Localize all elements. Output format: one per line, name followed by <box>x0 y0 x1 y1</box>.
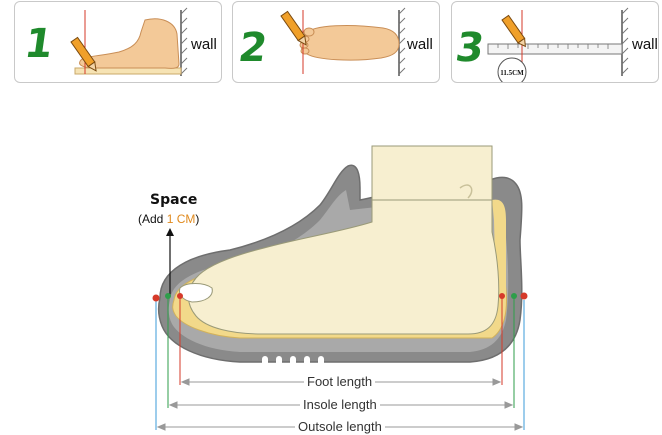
space-amount: 1 CM <box>166 212 196 226</box>
space-title: Space <box>150 192 198 208</box>
step-1-panel: 1 wall <box>14 1 222 83</box>
step-1-illustration <box>70 7 188 76</box>
space-note-prefix: (Add <box>138 212 167 226</box>
step-1-wall-label: wall <box>191 36 217 53</box>
foot <box>188 199 500 335</box>
space-note-suffix: ) <box>195 212 200 226</box>
step-2-number: 2 <box>235 25 271 71</box>
foot-length-label: Foot length <box>304 374 376 389</box>
step-3-panel: 3 wall 11.5CM <box>451 1 659 83</box>
step-2-wall-label: wall <box>407 36 433 53</box>
outsole-length-label: Outsole length <box>295 419 385 434</box>
step-1-number: 1 <box>21 21 57 67</box>
outsole-tread <box>262 356 324 366</box>
step-3-scale-value: 11.5CM <box>500 69 524 77</box>
step-3-wall-label: wall <box>632 36 658 53</box>
insole-length-label: Insole length <box>300 397 380 412</box>
step-2-illustration <box>280 7 406 76</box>
step-2-panel: 2 wall <box>232 1 440 83</box>
space-note: (Add 1 CM) <box>138 212 199 226</box>
step-3-number: 3 <box>452 25 488 71</box>
measurement-markers <box>152 292 528 302</box>
shoe-measurement-diagram <box>152 145 528 431</box>
step-3-illustration <box>487 7 629 82</box>
